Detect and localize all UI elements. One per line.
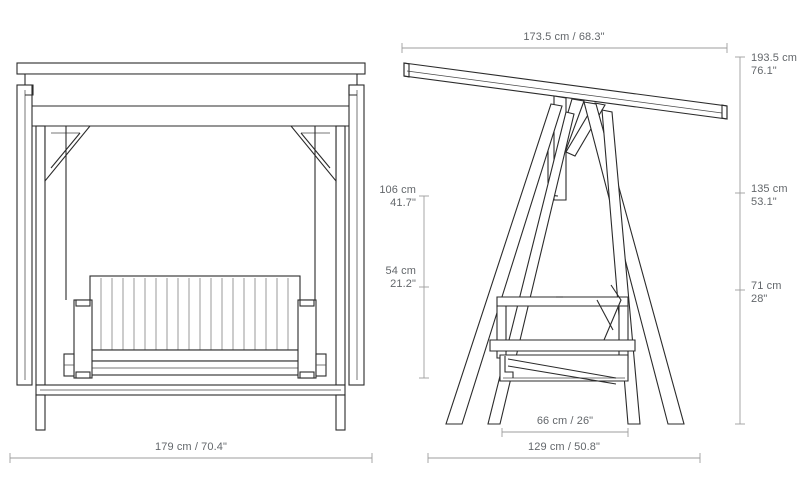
front-elevation-group bbox=[16, 62, 366, 431]
side-bench-seat-slab bbox=[489, 339, 636, 352]
side-bench-diagonal-brace bbox=[507, 358, 617, 385]
dimlabel-side-total-metric: 193.5 cm bbox=[751, 52, 797, 64]
post-left-outer bbox=[16, 84, 33, 386]
side-dimensions-group: 173.5 cm / 68.3" 193.5 cm 76.1" 135 cm 5… bbox=[401, 31, 797, 463]
dimlabel-backrest-imperial: 41.7" bbox=[390, 197, 416, 209]
bench-arm-left-base bbox=[75, 371, 91, 379]
bench-arm-right-cap bbox=[299, 299, 315, 307]
side-bench-group bbox=[489, 284, 636, 385]
foot-right bbox=[335, 394, 346, 431]
side-elevation-group bbox=[403, 62, 728, 425]
dimlabel-base-width: 129 cm / 50.8" bbox=[528, 441, 600, 453]
bench-arm-left bbox=[73, 299, 93, 379]
side-bench-back-strut bbox=[603, 284, 622, 341]
foot-left bbox=[35, 394, 46, 431]
bench-backrest-slats bbox=[100, 278, 289, 350]
bench-arm-right-base bbox=[299, 371, 315, 379]
column-right-inner bbox=[335, 125, 346, 386]
canopy-top-board bbox=[16, 62, 366, 75]
side-bench-back-top-rail bbox=[496, 296, 629, 307]
side-bench-back-strut-inner bbox=[596, 299, 614, 331]
dimlabel-side-mid-imperial: 53.1" bbox=[751, 196, 777, 208]
canopy-beam-end-left bbox=[403, 62, 410, 78]
canopy-beam-end-right bbox=[721, 104, 728, 120]
canopy-fascia bbox=[24, 73, 358, 107]
dimlabel-canopy-length: 173.5 cm / 68.3" bbox=[523, 31, 604, 43]
dimlabel-side-low-metric: 71 cm bbox=[751, 280, 781, 292]
post-right-notch bbox=[348, 84, 357, 96]
front-dimensions-group: 106 cm 41.7" 54 cm 21.2" 179 cm / 70.4" bbox=[9, 184, 429, 463]
dimlabel-side-low-imperial: 28" bbox=[751, 293, 767, 305]
post-right-outer bbox=[348, 84, 365, 386]
dimlabel-backrest-metric: 106 cm bbox=[379, 184, 416, 196]
dimlabel-seat-metric: 54 cm bbox=[386, 265, 416, 277]
canopy-header-rail bbox=[24, 105, 358, 127]
dimlabel-side-total-imperial: 76.1" bbox=[751, 65, 777, 77]
dimlabel-seat-imperial: 21.2" bbox=[390, 278, 416, 290]
a-frame-leg-left-outer bbox=[445, 103, 563, 425]
swing-bench bbox=[63, 275, 327, 379]
dimlabel-front-width: 179 cm / 70.4" bbox=[155, 441, 227, 453]
dimlabel-side-mid-metric: 135 cm bbox=[751, 183, 788, 195]
bench-seat-rail bbox=[89, 349, 301, 362]
column-left-inner bbox=[35, 125, 46, 386]
side-bench-bracket-left bbox=[504, 356, 514, 378]
brace-left bbox=[44, 125, 92, 183]
bench-backrest bbox=[89, 275, 301, 351]
dimlabel-seat-width: 66 cm / 26" bbox=[537, 415, 593, 427]
brace-right bbox=[289, 125, 337, 183]
bench-arm-right bbox=[297, 299, 317, 379]
bench-arm-left-cap bbox=[75, 299, 91, 307]
canopy-beam-inner-line bbox=[406, 70, 723, 114]
post-left-notch bbox=[25, 84, 34, 96]
